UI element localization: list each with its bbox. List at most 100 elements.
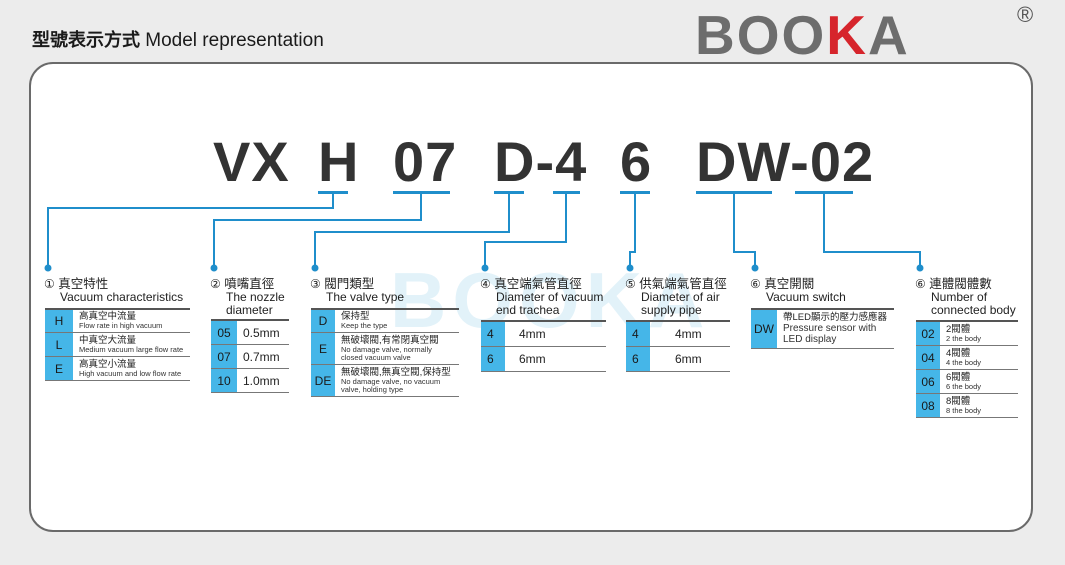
- table-row: 4 4mm: [481, 322, 606, 347]
- row-desc-cn: 保持型: [341, 311, 370, 322]
- section-title-cn: 閥門類型: [324, 277, 375, 291]
- row-desc-en: 8 the body: [946, 405, 982, 415]
- section-number: ⑤: [625, 277, 636, 291]
- row-desc-cn: 6閥體: [946, 371, 971, 383]
- row-value: 6mm: [675, 352, 702, 366]
- table-row: 6 6mm: [481, 347, 606, 372]
- underline-4: [553, 191, 580, 194]
- brand-logo: BOOKA: [695, 4, 910, 60]
- section-heading: ④ 真空端氣管直徑: [480, 277, 603, 291]
- section-number: ①: [44, 277, 55, 291]
- code-cell: 05: [211, 321, 237, 344]
- code-dw02: DW-02: [696, 130, 875, 193]
- section-title-cn: 噴嘴直徑: [224, 277, 275, 291]
- page-title-cn: 型號表示方式: [32, 30, 140, 51]
- section-vacuum-switch: ⑥ 真空開關 Vacuum switch: [750, 277, 846, 304]
- code-cell: D: [311, 310, 335, 332]
- section-title-en: Vacuum characteristics: [60, 290, 184, 304]
- row-value: 1.0mm: [243, 373, 280, 388]
- row-desc-en: 4 the body: [946, 357, 982, 367]
- row-desc-en: Medium vacuum large flow rate: [79, 344, 184, 354]
- section-number: ⑥: [750, 277, 761, 291]
- section-title-en-line2: diameter: [226, 302, 273, 317]
- section-heading: ⑤ 供氣端氣管直徑: [625, 277, 727, 291]
- table-row: 10 1.0mm: [211, 369, 289, 393]
- row-desc-cn: 4閥體: [946, 347, 971, 359]
- code-h: H: [318, 130, 360, 193]
- row-desc-cn: 無破壞閥,有常閉真空閥: [341, 334, 439, 346]
- section-vacuum-characteristics: ① 真空特性 Vacuum characteristics: [44, 277, 183, 304]
- row-desc-en-line2: closed vacuum valve: [341, 352, 411, 362]
- code-cell: 02: [916, 322, 940, 345]
- section-number: ④: [480, 277, 491, 291]
- row-desc-en: 6 the body: [946, 381, 982, 391]
- section-title-en-line2: connected body: [931, 302, 1016, 317]
- code-cell: DE: [311, 365, 335, 396]
- table-row: 05 0.5mm: [211, 321, 289, 345]
- code-cell: 4: [481, 322, 505, 346]
- code-07: 07: [393, 130, 458, 193]
- table-vacuum-trachea-diameter: 4 4mm 6 6mm: [481, 320, 606, 372]
- code-cell: E: [45, 357, 73, 380]
- row-desc-en: 2 the body: [946, 333, 982, 343]
- section-title-en-line2: end trachea: [496, 302, 560, 317]
- row-desc-en-line2: valve, holding type: [341, 384, 404, 394]
- code-cell: 06: [916, 370, 940, 393]
- diagram-panel: [29, 62, 1033, 532]
- underline-6: [620, 191, 650, 194]
- section-title-en: Vacuum switch: [766, 290, 846, 304]
- code-cell: L: [45, 333, 73, 356]
- section-title-en-line1: Number of: [931, 290, 988, 304]
- row-desc-cn: 高真空中流量: [79, 311, 137, 322]
- row-desc-en: High vacuum and low flow rate: [79, 368, 182, 378]
- underline-07: [393, 191, 450, 194]
- code-cell: H: [45, 310, 73, 332]
- row-value: 4mm: [675, 327, 702, 341]
- row-desc-en-line1: Pressure sensor with: [783, 323, 877, 334]
- code-cell: 6: [481, 347, 505, 371]
- code-cell: 4: [626, 322, 650, 346]
- underline-dw: [696, 191, 772, 194]
- code-cell: 10: [211, 369, 237, 392]
- logo-letter-a: A: [868, 4, 910, 60]
- logo-letters: BOO: [695, 4, 826, 60]
- row-desc-cn: 中真空大流量: [79, 334, 137, 346]
- row-desc-en-line1: No damage valve, no vacuum: [341, 376, 441, 386]
- row-value: 4mm: [519, 327, 546, 341]
- code-cell: 08: [916, 394, 940, 417]
- table-air-supply-diameter: 4 4mm 6 6mm: [626, 320, 730, 372]
- section-heading: ② 噴嘴直徑: [210, 277, 285, 291]
- row-value: 6mm: [519, 352, 546, 366]
- section-title-en-line1: Diameter of vacuum: [496, 290, 604, 304]
- underline-02: [795, 191, 853, 194]
- table-row: 6 6mm: [626, 347, 730, 372]
- section-number: ③: [310, 277, 321, 291]
- row-value: 0.5mm: [243, 325, 280, 340]
- brand-logo-text: BOOKA: [695, 4, 910, 60]
- section-number: ⑥: [915, 277, 926, 291]
- row-desc-en: Flow rate in high vacuum: [79, 321, 163, 330]
- code-cell: E: [311, 333, 335, 364]
- table-nozzle-diameter: 05 0.5mm 07 0.7mm 10 1.0mm: [211, 319, 289, 393]
- code-cell: 07: [211, 345, 237, 368]
- section-heading: ⑥ 連體閥體數: [915, 277, 1016, 291]
- code-6: 6: [620, 130, 653, 193]
- row-desc-en: Keep the type: [341, 321, 388, 330]
- code-d4: D-4: [494, 130, 588, 193]
- code-cell: 04: [916, 346, 940, 369]
- section-title-en-line1: The nozzle: [226, 290, 285, 304]
- row-value: 0.7mm: [243, 349, 280, 364]
- row-desc-cn: 無破壞閥,無真空閥,保持型: [341, 366, 451, 378]
